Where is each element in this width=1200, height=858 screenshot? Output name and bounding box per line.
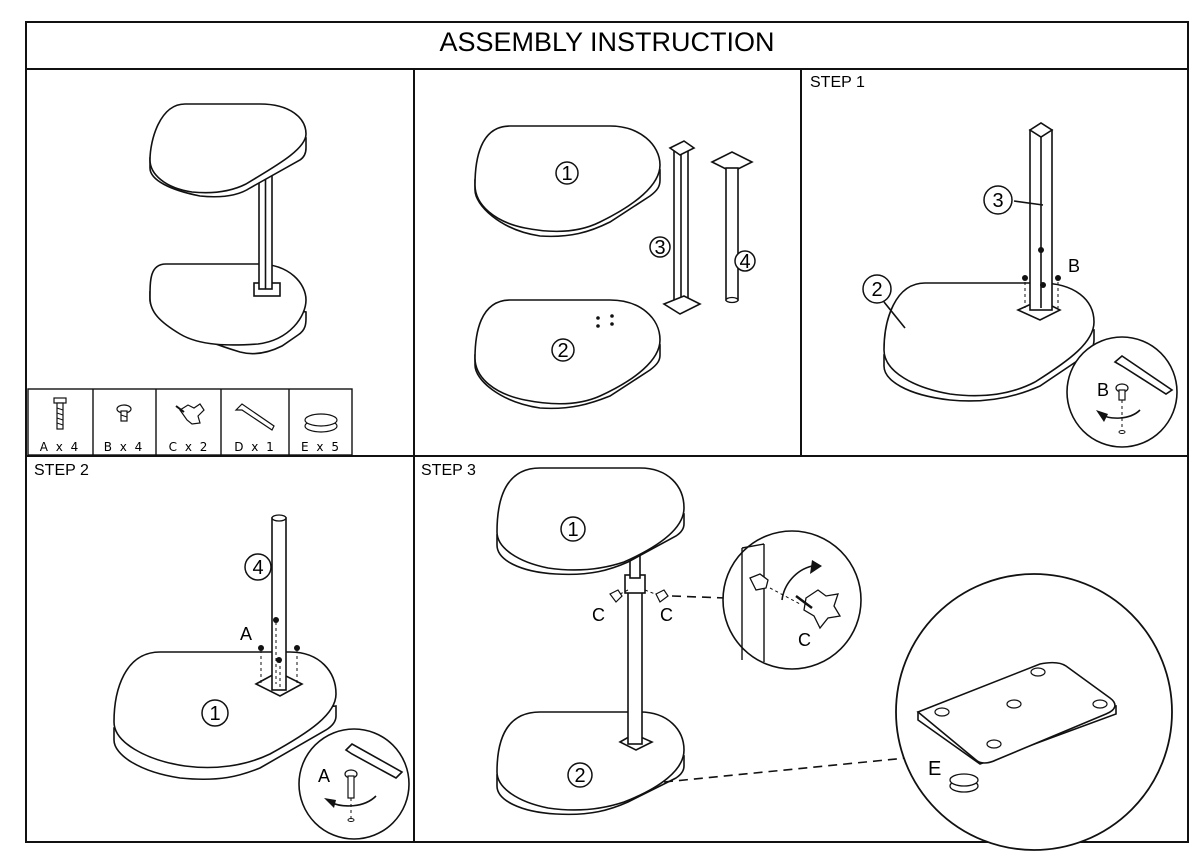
part-4-label: 4 [739,251,750,273]
step-1-label: STEP 1 [810,74,865,91]
knob-c-icon [175,403,205,425]
hardware-b-label: B x 4 [104,440,145,454]
step-2-detail-letter-a: A [318,766,330,786]
frame [25,21,1189,843]
step-1-detail-letter-b: B [1097,380,1109,400]
step-2-label: STEP 2 [34,462,89,479]
felt-pad-e-icon [304,413,338,433]
step-3-detail-letter-e: E [928,758,941,780]
part-1-label: 1 [561,163,572,185]
screw-a-icon [53,397,67,430]
hardware-d-label: D x 1 [234,440,276,454]
step-2-illustration: 4 1 A A [113,514,410,840]
screw-b-icon [116,404,132,422]
part-3-label: 3 [654,237,665,259]
step-1-illustration: 3 2 B B [862,122,1178,448]
hardware-c-label: C x 2 [169,440,210,454]
page-title: ASSEMBLY INSTRUCTION [439,27,774,57]
hardware-a-label: A x 4 [40,440,81,454]
hardware-e-label: E x 5 [301,440,341,454]
step-3-letter-c-right: C [660,605,673,625]
step-3-label: STEP 3 [421,462,476,479]
step-3-part-1-label: 1 [567,519,578,541]
step-2-letter-a: A [240,624,252,644]
assembled-table-illustration [149,103,307,355]
step-3-detail-letter-c: C [798,630,811,650]
allen-key-d-icon [234,403,275,431]
step-1-part-2-label: 2 [871,279,882,301]
part-2-label: 2 [557,340,568,362]
hardware-legend: A x 4 B x 4 C x 2 D x 1 E x 5 [27,388,353,456]
step-3-illustration: 2 1 C C C [496,467,1173,851]
step-2-part-1-label: 1 [209,703,220,725]
step-2-part-4-label: 4 [252,557,263,579]
step-1-letter-b: B [1068,256,1080,276]
step-3-letter-c-left: C [592,605,605,625]
step-1-part-3-label: 3 [992,190,1003,212]
parts-illustration: 1 2 3 4 [474,125,756,410]
step-3-part-2-label: 2 [574,765,585,787]
